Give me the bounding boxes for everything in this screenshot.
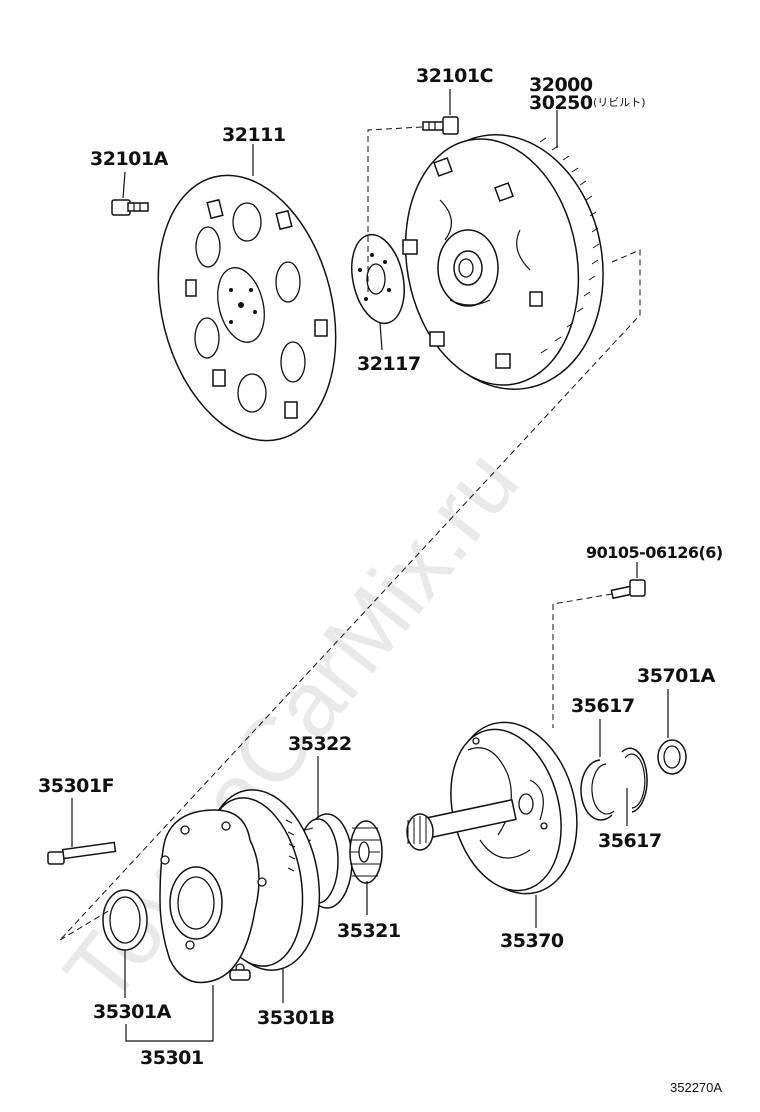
label-30250-note: (リビルト) bbox=[593, 96, 646, 109]
bolt-32101A[interactable] bbox=[111, 171, 149, 216]
label-35301A: 35301A bbox=[93, 1001, 172, 1023]
bolt-35301F[interactable] bbox=[47, 798, 117, 865]
dashed-guide-pump-bolt bbox=[552, 593, 613, 728]
seal-ring-35701A[interactable] bbox=[657, 689, 687, 775]
label-90105-06126: 90105-06126(6) bbox=[586, 543, 723, 562]
spacer-32117[interactable] bbox=[344, 230, 412, 351]
dashed-guide-top bbox=[367, 126, 423, 292]
torque-converter-32000[interactable] bbox=[387, 119, 623, 405]
snap-ring-35617-b[interactable] bbox=[621, 747, 648, 826]
label-35370: 35370 bbox=[500, 930, 564, 952]
label-35322: 35322 bbox=[288, 733, 352, 755]
label-35321: 35321 bbox=[337, 920, 401, 942]
label-30250: 30250 bbox=[529, 92, 593, 114]
label-32117: 32117 bbox=[357, 353, 421, 375]
label-32101A: 32101A bbox=[90, 148, 169, 170]
label-32101C: 32101C bbox=[416, 65, 493, 87]
label-35301: 35301 bbox=[140, 1047, 204, 1069]
bracket-35301 bbox=[125, 985, 214, 1042]
diagram-code: 352270A bbox=[670, 1080, 722, 1095]
stator-shaft-35370[interactable] bbox=[406, 709, 594, 928]
label-35701A: 35701A bbox=[637, 665, 716, 687]
label-32000: 32000 bbox=[529, 74, 593, 96]
label-35617-a: 35617 bbox=[571, 695, 635, 717]
snap-ring-35617-a[interactable] bbox=[580, 719, 615, 821]
label-35301F: 35301F bbox=[38, 775, 114, 797]
flex-plate-32111[interactable] bbox=[132, 156, 362, 459]
drive-gear-35321[interactable] bbox=[349, 820, 383, 915]
pump-assembly-35301[interactable] bbox=[159, 809, 267, 984]
dashed-guide-diagonal bbox=[59, 249, 641, 941]
label-35301B: 35301B bbox=[257, 1007, 335, 1029]
bolt-32101C[interactable] bbox=[422, 89, 459, 135]
label-35617-b: 35617 bbox=[598, 830, 662, 852]
label-32111: 32111 bbox=[222, 124, 286, 146]
bolt-90105-06126[interactable] bbox=[610, 562, 646, 600]
oil-seal-35301A[interactable] bbox=[102, 889, 148, 998]
